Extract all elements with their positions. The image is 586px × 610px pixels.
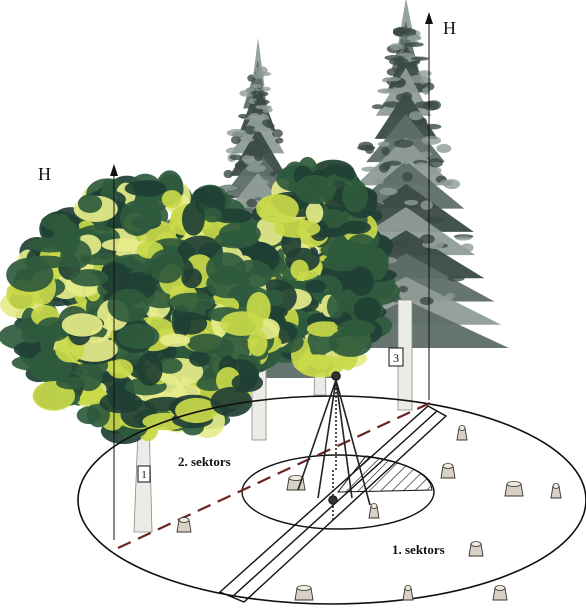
stumps xyxy=(177,426,561,601)
svg-text:3: 3 xyxy=(393,351,399,365)
stump-icon xyxy=(493,586,507,601)
sector-2-label: 2. sektors xyxy=(178,454,231,469)
stump-icon xyxy=(295,586,313,601)
tree-tag-left: 1 xyxy=(138,466,150,482)
tree-tag-right: 3 xyxy=(389,348,403,366)
stump-icon xyxy=(469,542,483,557)
svg-text:1: 1 xyxy=(141,469,147,481)
stump-icon xyxy=(551,484,561,499)
height-label-right: H xyxy=(443,18,456,38)
stump-icon xyxy=(369,504,379,519)
height-label-left: H xyxy=(38,164,51,184)
stump-icon xyxy=(441,464,455,479)
sector-1-label: 1. sektors xyxy=(392,542,445,557)
stump-icon xyxy=(457,426,467,441)
stump-icon xyxy=(505,482,523,497)
tripod-instrument-icon xyxy=(298,372,370,520)
stump-icon xyxy=(177,518,191,533)
stump-icon xyxy=(403,586,413,601)
